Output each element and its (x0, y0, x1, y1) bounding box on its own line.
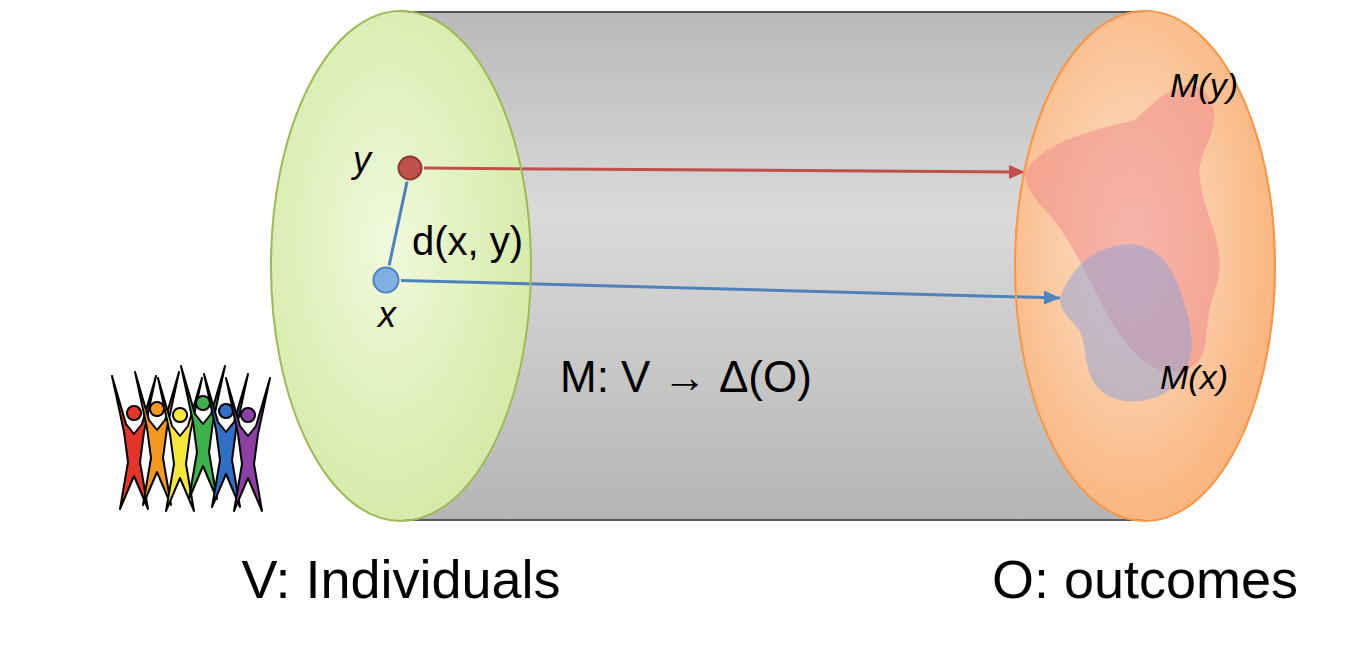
individual-point-shape (399, 157, 422, 180)
population-ellipse: V: Individualsyx (270, 10, 532, 522)
mapping-arrow (401, 280, 1060, 298)
population-ellipse-outline (270, 10, 532, 522)
distance-label: d(x, y) (412, 218, 523, 264)
individual-point-outline (372, 266, 400, 294)
outcome-distribution-label: M(x) (1160, 358, 1228, 397)
people-icon (112, 366, 270, 511)
individual-point: y (397, 155, 423, 181)
cylinder-edge (401, 519, 1145, 521)
population-ellipse-label: V: Individuals (150, 548, 652, 610)
individual-point-label: y (353, 139, 371, 180)
individual-point-label: x (378, 294, 396, 335)
outcome-distribution: M(x) (1060, 230, 1245, 410)
outcome-ellipse-label: O: outcomes (894, 548, 1345, 610)
cylinder-edge (401, 11, 1145, 13)
individual-point: x (372, 266, 400, 294)
distance-line (389, 182, 407, 266)
mapping-label: M: V → Δ(O) (560, 352, 812, 403)
outcome-ellipse-shape (1015, 11, 1275, 521)
outcome-ellipse: O: outcomesM(y)M(x) (1014, 10, 1276, 522)
outcome-fill (1014, 12, 1276, 520)
individual-point-shape (374, 268, 399, 293)
individual-point-outline (397, 155, 423, 181)
mapping-arrow (424, 168, 1025, 172)
population-fill (270, 12, 532, 520)
population-ellipse-shape (271, 11, 531, 521)
outcome-distribution-label: M(y) (1170, 66, 1238, 105)
